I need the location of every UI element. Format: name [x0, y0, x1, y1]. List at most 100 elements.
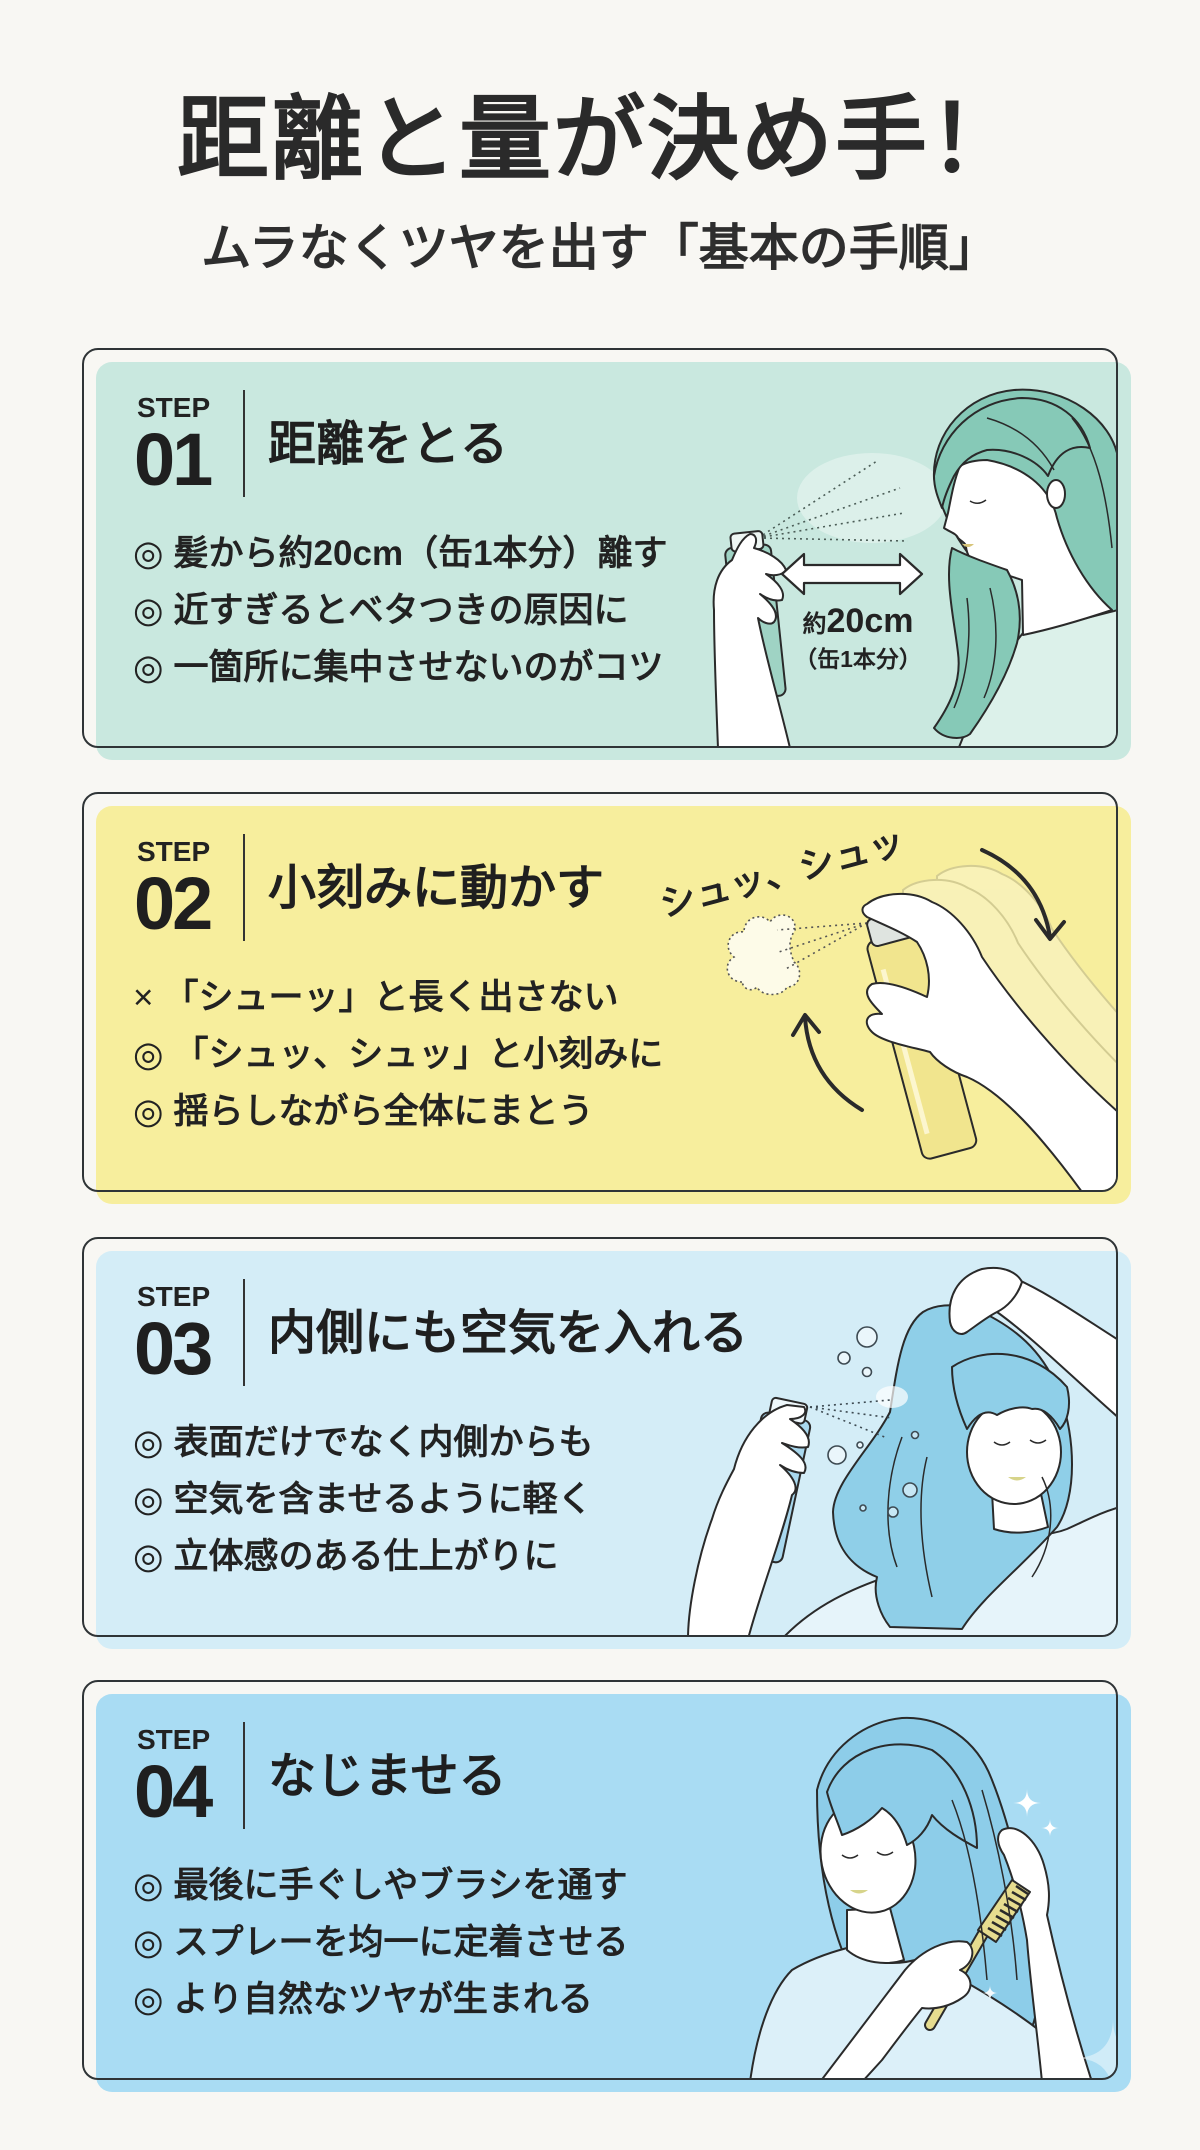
spray-puff-icon	[726, 913, 800, 995]
step-card-01: 約20cm （缶1本分） STEP 01 距	[82, 348, 1132, 763]
step-label: STEP	[137, 392, 211, 423]
woman-combing	[749, 1716, 1092, 2078]
hair-front-lock	[932, 546, 1021, 739]
bangs	[950, 1352, 1070, 1430]
point-item: ◎立体感のある仕上がりに	[133, 1528, 594, 1585]
double-circle-icon: ◎	[133, 1423, 164, 1462]
step-divider	[243, 1279, 245, 1386]
double-circle-icon: ◎	[133, 534, 164, 573]
double-circle-icon: ◎	[133, 1092, 164, 1131]
point-item: ◎髪から約20cm（缶1本分）離す	[133, 525, 668, 582]
point-text: 近すぎるとベタつきの原因に	[173, 591, 629, 630]
point-text: 揺らしながら全体にまとう	[173, 1092, 594, 1131]
card-frame: 約20cm （缶1本分） STEP 01 距	[82, 348, 1118, 748]
point-text: 「シューッ」と長く出さない	[163, 978, 619, 1017]
point-item: ◎揺らしながら全体にまとう	[133, 1083, 663, 1140]
distance-note: （缶1本分）	[794, 646, 922, 672]
arm-holding-can	[686, 1403, 810, 1635]
step-divider	[243, 1722, 245, 1829]
step-divider	[243, 834, 245, 941]
point-text: 立体感のある仕上がりに	[173, 1537, 559, 1576]
hair-fringe	[932, 396, 1091, 509]
lips	[961, 543, 974, 547]
step-card-04: STEP 04 なじませる ◎最後に手ぐしやブラシを通す ◎スプレーを均一に定着…	[82, 1680, 1132, 2095]
spray-lines	[809, 1398, 892, 1439]
double-circle-icon: ◎	[133, 591, 164, 630]
step-number: 03	[134, 1307, 213, 1390]
point-text: 空気を含ませるように軽く	[173, 1480, 593, 1519]
point-text: 最後に手ぐしやブラシを通す	[173, 1866, 628, 1905]
step-label: STEP	[137, 836, 211, 867]
point-item: ◎空気を含ませるように軽く	[133, 1471, 594, 1528]
step-points: ×「シューッ」と長く出さない ◎「シュッ、シュッ」と小刻みに ◎揺らしながら全体…	[133, 969, 663, 1140]
hand-on-head	[947, 1266, 1023, 1335]
step-label: STEP	[137, 1281, 211, 1312]
point-item: ◎スプレーを均一に定着させる	[133, 1914, 629, 1971]
spray-puff	[875, 1385, 908, 1408]
step-divider	[243, 390, 245, 497]
step-number: 02	[134, 862, 213, 945]
spray-lines	[776, 921, 867, 971]
point-item: ×「シューッ」と長く出さない	[133, 969, 663, 1026]
step-title: 小刻みに動かす	[268, 862, 605, 915]
double-circle-icon: ◎	[133, 1923, 164, 1962]
step-card-02: シュッ、シュッ STEP 02	[82, 792, 1132, 1207]
double-circle-icon: ◎	[133, 1537, 164, 1576]
illustration-spray-inside	[686, 1266, 1116, 1635]
lips	[849, 1889, 868, 1893]
step-title: 内側にも空気を入れる	[268, 1307, 749, 1360]
double-circle-icon: ◎	[133, 1480, 164, 1519]
point-item: ◎一箇所に集中させないのがコツ	[133, 639, 668, 696]
card-frame: シュッ、シュッ STEP 02	[82, 792, 1118, 1192]
double-arrow-icon	[780, 552, 923, 595]
card-frame: STEP 03 内側にも空気を入れる ◎表面だけでなく内側からも ◎空気を含ませ…	[82, 1237, 1118, 1637]
point-item: ◎近すぎるとベタつきの原因に	[133, 582, 668, 639]
bubbles	[826, 1325, 919, 1518]
point-item: ◎より自然なツヤが生まれる	[133, 1971, 629, 2028]
step-card-03: STEP 03 内側にも空気を入れる ◎表面だけでなく内側からも ◎空気を含ませ…	[82, 1237, 1132, 1652]
ear	[1045, 478, 1066, 509]
hand	[861, 892, 1116, 1190]
woman-front	[783, 1266, 1116, 1635]
face	[942, 458, 1113, 636]
illustration-combing	[749, 1716, 1116, 2078]
step-label: STEP	[137, 1724, 211, 1755]
lips	[1007, 1476, 1026, 1480]
illustration-spray-motion: シュッ、シュッ	[655, 820, 1116, 1190]
point-text: より自然なツヤが生まれる	[173, 1980, 593, 2019]
woman-profile	[932, 388, 1116, 746]
motion-arrow-up-icon	[790, 1012, 864, 1112]
illustration-spray-distance: 約20cm （缶1本分）	[712, 388, 1116, 746]
point-item: ◎「シュッ、シュッ」と小刻みに	[133, 1026, 663, 1083]
sparkle-icons	[981, 1788, 1116, 2078]
card-frame: STEP 04 なじませる ◎最後に手ぐしやブラシを通す ◎スプレーを均一に定着…	[82, 1680, 1118, 2080]
spray-mist	[757, 452, 947, 543]
point-text: スプレーを均一に定着させる	[173, 1923, 629, 1962]
double-circle-icon: ◎	[133, 1866, 164, 1905]
neck	[845, 1906, 905, 1964]
step-title: 距離をとる	[268, 418, 509, 471]
double-circle-icon: ◎	[133, 1980, 164, 2019]
point-text: 髪から約20cm（缶1本分）離す	[173, 534, 668, 573]
step-number: 01	[134, 418, 213, 501]
point-item: ◎最後に手ぐしやブラシを通す	[133, 1857, 629, 1914]
bangs	[825, 1742, 978, 1849]
step-points: ◎最後に手ぐしやブラシを通す ◎スプレーを均一に定着させる ◎より自然なツヤが生…	[133, 1857, 629, 2028]
double-circle-icon: ◎	[133, 1035, 164, 1074]
step-number: 04	[134, 1750, 213, 1833]
point-text: 一箇所に集中させないのがコツ	[173, 648, 664, 687]
hand-holding-comb	[820, 1939, 973, 2078]
step-points: ◎表面だけでなく内側からも ◎空気を含ませるように軽く ◎立体感のある仕上がりに	[133, 1414, 594, 1585]
page-title: 距離と量が決め手！	[176, 89, 1023, 191]
page-subtitle: ムラなくツヤを出す「基本の手順」	[201, 220, 999, 276]
cross-icon: ×	[133, 978, 154, 1017]
motion-arrow-down-icon	[979, 847, 1066, 941]
step-points: ◎髪から約20cm（缶1本分）離す ◎近すぎるとベタつきの原因に ◎一箇所に集中…	[133, 525, 668, 696]
double-circle-icon: ◎	[133, 648, 164, 687]
distance-label: 約20cm	[802, 602, 913, 640]
point-text: 「シュッ、シュッ」と小刻みに	[173, 1035, 664, 1074]
point-item: ◎表面だけでなく内側からも	[133, 1414, 594, 1471]
point-text: 表面だけでなく内側からも	[173, 1423, 594, 1462]
hand-holding-can	[712, 532, 791, 746]
step-title: なじませる	[268, 1750, 507, 1803]
